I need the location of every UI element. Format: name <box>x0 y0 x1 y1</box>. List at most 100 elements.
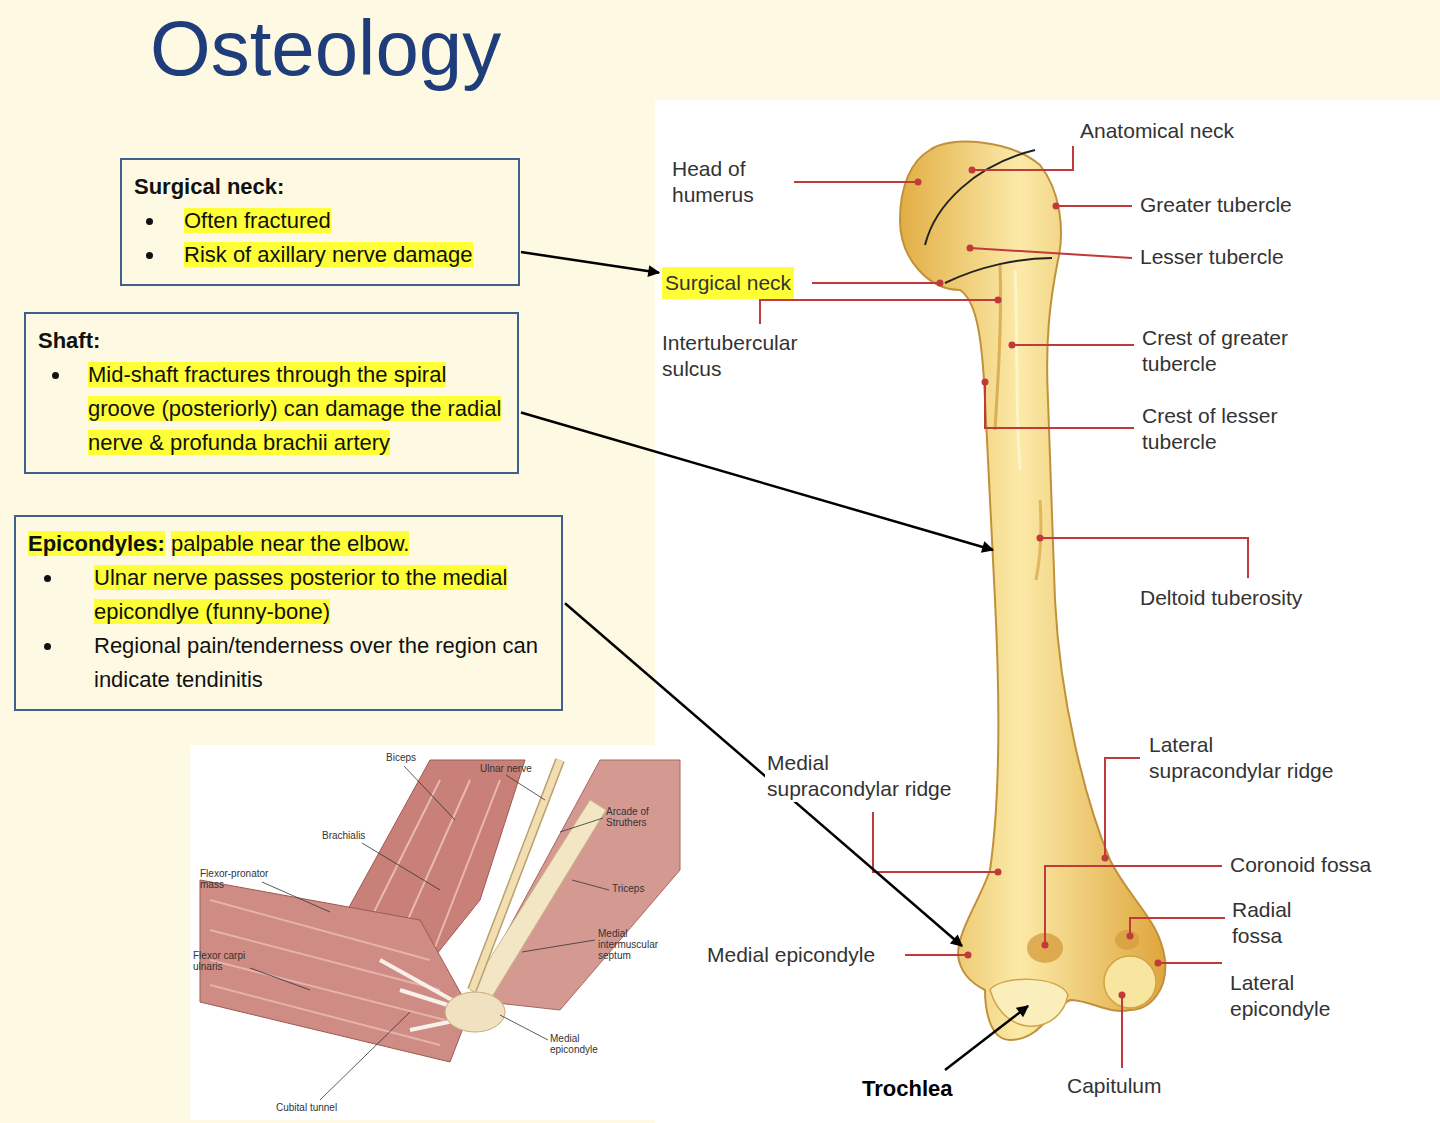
part-label: Coronoid fossa <box>1228 852 1373 878</box>
leader-dots-part <box>1127 933 1134 940</box>
leader-lines-part <box>812 282 940 284</box>
elbow-inset-part <box>472 760 560 990</box>
part-label: Greater tubercle <box>1138 192 1294 218</box>
elbow-inset-part <box>190 745 680 1120</box>
humerus-bone-part <box>945 258 1052 283</box>
part-label: Medial supracondylar ridge <box>765 750 964 802</box>
humerus-bone <box>900 142 1165 1040</box>
elbow-inset-part-part <box>522 940 595 952</box>
bullet-dot <box>44 575 51 582</box>
elbow-inset-part <box>445 992 505 1032</box>
leader-lines-part <box>1158 962 1222 964</box>
bullet-row: Mid-shaft fractures through the spiral g… <box>38 358 505 460</box>
inset-label: Biceps <box>386 752 416 763</box>
part-label: Lesser tubercle <box>1138 244 1286 270</box>
leader-dots-part <box>1155 960 1162 967</box>
leader-lines-part <box>970 248 1132 258</box>
connector-arrow <box>521 252 659 273</box>
leader-dots <box>915 167 1162 999</box>
leader-lines-part <box>873 812 998 872</box>
leader-dots-part <box>995 297 1002 304</box>
bullet-dot <box>52 372 59 379</box>
bullet-text: Often fractured <box>184 208 331 233</box>
box-heading: Epicondyles: <box>28 531 165 556</box>
leader-lines-part <box>1121 995 1123 1068</box>
leader-dots-part <box>915 179 922 186</box>
leader-dots-part <box>937 280 944 287</box>
bold-label: Trochlea <box>860 1076 954 1102</box>
leader-lines-part <box>1012 344 1134 346</box>
leader-dots-part <box>969 167 976 174</box>
elbow-inset-part <box>210 900 445 1045</box>
elbow-inset-part-part <box>560 818 603 832</box>
part-label: Medial epicondyle <box>705 942 877 968</box>
leader-dots-part <box>1037 535 1044 542</box>
part-label: Anatomical neck <box>1078 118 1236 144</box>
leader-dots-part <box>982 379 989 386</box>
part-label: Crest of greater tubercle <box>1140 325 1314 377</box>
callout-box: Epicondyles:palpable near the elbow. Ulna… <box>14 515 563 711</box>
inset-label: Ulnar nerve <box>480 763 532 774</box>
bullet-dot <box>146 252 153 259</box>
bullet-row: Ulnar nerve passes posterior to the medi… <box>28 561 549 629</box>
leader-lines-part <box>1105 758 1140 858</box>
leader-dots-part <box>967 245 974 252</box>
leader-dots-part <box>1102 855 1109 862</box>
bullet-text: Regional pain/tenderness over the region… <box>94 633 538 692</box>
humerus-bone-part <box>1115 930 1139 950</box>
pointer-arrow <box>945 1006 1028 1070</box>
elbow-inset-part-part <box>404 766 455 820</box>
elbow-inset-part-part <box>320 1012 410 1100</box>
leader-dots-part <box>1042 942 1049 949</box>
part-label: Deltoid tuberosity <box>1138 585 1304 611</box>
pointer-arrow <box>521 412 993 550</box>
leader-lines-part <box>972 146 1073 170</box>
elbow-inset-part-part <box>250 968 310 990</box>
elbow-inset-part <box>200 880 470 1062</box>
leader-dots-part <box>965 952 972 959</box>
heading-line: Shaft: <box>38 324 505 358</box>
page-title: Osteology <box>150 0 501 96</box>
elbow-inset <box>190 745 680 1120</box>
humerus-bone-part <box>995 265 1001 430</box>
heading-line: Surgical neck: <box>134 170 506 204</box>
bullet-text: Ulnar nerve passes posterior to the medi… <box>94 565 507 624</box>
leader-lines-part <box>1056 205 1132 207</box>
bullet-dot <box>44 643 51 650</box>
part-label: Head of humerus <box>670 156 794 208</box>
bullet-text: Mid-shaft fractures through the spiral g… <box>88 362 501 455</box>
elbow-inset-part <box>472 760 560 990</box>
inset-label: Arcade of Struthers <box>606 806 668 828</box>
bullet-row: Regional pain/tenderness over the region… <box>28 629 549 697</box>
humerus-bone-part <box>925 150 1035 245</box>
callout-box: Surgical neck: Often fracturedRisk of axi… <box>120 158 520 286</box>
humerus-bone-part <box>1015 270 1020 470</box>
leader-dots-part <box>1119 992 1126 999</box>
white-panel <box>655 100 1440 1123</box>
part-label: Lateral supracondylar ridge <box>1147 732 1351 784</box>
bullet-dot <box>146 218 153 225</box>
humerus-bone-part <box>990 979 1068 1026</box>
leader-lines-part <box>786 181 918 183</box>
leader-dots-part <box>995 869 1002 876</box>
inset-label: Medial epicondyle <box>550 1033 612 1055</box>
leader-lines-part <box>1045 866 1222 945</box>
bullet-row: Risk of axillary nerve damage <box>134 238 506 272</box>
elbow-inset-part-part <box>500 1015 548 1040</box>
part-label: Crest of lesser tubercle <box>1140 403 1314 455</box>
inset-label: Flexor carpi ulnaris <box>193 950 251 972</box>
inset-label: Medial intermuscular septum <box>598 928 673 961</box>
humerus-bone-part <box>1104 956 1156 1008</box>
leader-dots-part <box>1053 203 1060 210</box>
text-line: Epicondyles:palpable near the elbow. <box>28 527 549 561</box>
bullet-text: Risk of axillary nerve damage <box>184 242 473 267</box>
elbow-inset-part-part <box>362 843 440 890</box>
highlighted-label: Surgical neck <box>662 267 794 299</box>
leader-lines-part <box>1040 538 1248 578</box>
box-heading: Surgical neck: <box>134 174 284 199</box>
elbow-inset-part-part <box>506 775 545 800</box>
bullet-row: Often fractured <box>134 204 506 238</box>
part-label: Radial fossa <box>1230 897 1324 949</box>
inset-label: Triceps <box>612 883 644 894</box>
humerus-bone-part <box>900 142 1165 1040</box>
